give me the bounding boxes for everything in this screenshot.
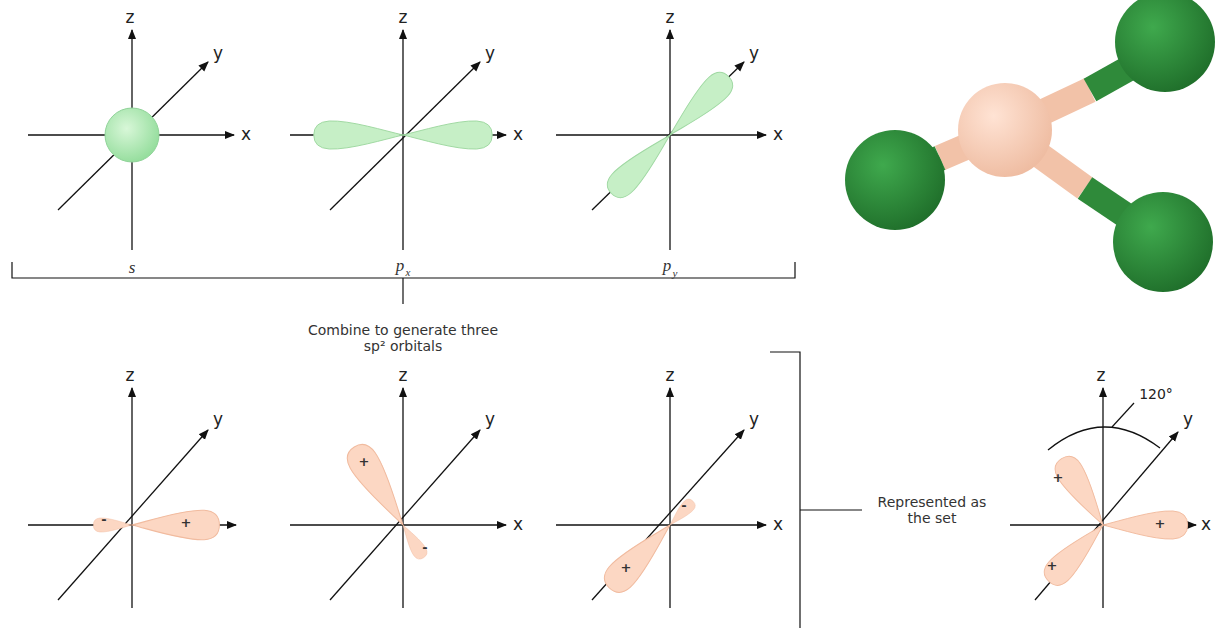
phase-sign: - — [422, 541, 427, 556]
axis-label: z — [399, 8, 408, 28]
orbital-subscript: x — [406, 266, 411, 279]
axis-label: z — [126, 8, 135, 28]
axis-label: z — [666, 366, 675, 386]
axis-label: x — [513, 515, 523, 535]
axis-label: y — [485, 44, 495, 64]
caption-text: Represented as the set — [873, 494, 991, 526]
phase-sign: + — [1155, 517, 1166, 532]
atomic-orbitals — [105, 67, 738, 203]
phase-sign: - — [681, 499, 686, 514]
orbital-label: p — [396, 256, 405, 276]
axis-label: x — [1201, 515, 1211, 535]
axis-label: y — [749, 44, 759, 64]
phase-sign: + — [621, 561, 632, 576]
axes — [28, 30, 1196, 608]
molecule-model — [845, 0, 1215, 292]
caption-text: Combine to generate three sp² orbitals — [298, 322, 508, 354]
axis-label: y — [749, 410, 759, 430]
angle-arc — [1048, 427, 1160, 450]
phase-sign: - — [101, 513, 106, 528]
phase-sign: + — [181, 516, 192, 531]
axis-label: y — [1183, 410, 1193, 430]
axis-label: z — [1097, 366, 1106, 386]
axis-label: z — [399, 366, 408, 386]
orbital-subscript: y — [673, 267, 678, 280]
axis-label: x — [241, 125, 251, 145]
axis-label: y — [213, 44, 223, 64]
hybrid-orbitals — [93, 439, 1187, 598]
axis-label: x — [513, 125, 523, 145]
axis-label: z — [666, 8, 675, 28]
bracket — [12, 262, 862, 628]
phase-sign: + — [359, 455, 370, 470]
phase-sign: + — [1047, 559, 1058, 574]
angle-label: 120° — [1139, 386, 1173, 402]
axis-label: z — [126, 366, 135, 386]
leader-line — [1112, 403, 1134, 427]
orbital-label: s — [129, 258, 136, 278]
orbital-label: p — [663, 256, 672, 276]
axis-label: x — [773, 125, 783, 145]
axis-label: y — [485, 410, 495, 430]
axis-label: y — [213, 410, 223, 430]
phase-sign: + — [1053, 471, 1064, 486]
axis-label: x — [773, 515, 783, 535]
